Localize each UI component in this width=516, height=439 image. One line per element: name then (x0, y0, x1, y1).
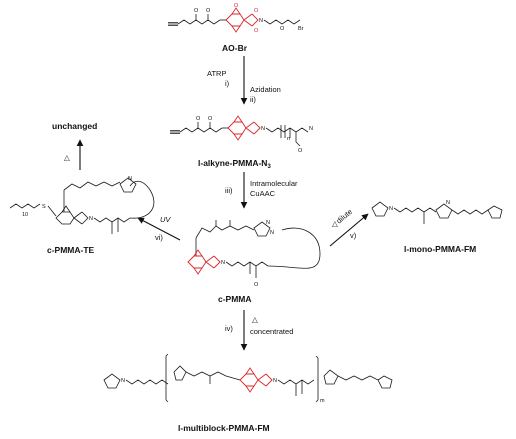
step-i-num: i) (225, 79, 230, 88)
step-v-num: v) (350, 231, 357, 240)
atom-o: O (298, 148, 303, 154)
atom-s: S (42, 204, 46, 210)
label-unchanged: unchanged (52, 121, 97, 131)
c-pmma-structure: N N N O (187, 220, 321, 288)
l-alkyne-structure: O O N n O N (170, 115, 313, 154)
atom-o: O (206, 8, 211, 14)
step-v-delta: △ (332, 219, 339, 228)
compound-label-l-alkyne: l-alkyne-PMMA-N3 (198, 158, 271, 170)
step-iv-num: iv) (225, 324, 233, 333)
atom-o: O (196, 116, 201, 122)
step-iii-line1: Intramolecular (250, 179, 298, 188)
atom-n3: N (309, 126, 313, 132)
delta-heat: △ (64, 153, 71, 162)
sub-n: n (287, 136, 290, 142)
atom-o: O (280, 26, 285, 32)
arrow-step-v (329, 213, 369, 247)
compound-label-c-pmma: c-PMMA (218, 294, 252, 304)
compound-label-l-multiblock: l-multiblock-PMMA-FM (178, 423, 270, 433)
atom-n: N (121, 378, 125, 384)
l-multiblock-structure: N N m (103, 353, 393, 404)
step-ii-num: ii) (250, 95, 256, 104)
atom-n: N (389, 206, 393, 212)
step-i-label: ATRP (207, 69, 226, 78)
atom-n: N (446, 200, 450, 206)
atom-n: N (266, 220, 270, 226)
atom-n: N (259, 18, 263, 24)
compound-label-c-pmma-te: c-PMMA-TE (47, 245, 95, 255)
step-v-label: dilute (335, 207, 355, 225)
atom-n: N (273, 378, 277, 384)
compound-label-ao-br: AO-Br (222, 43, 248, 53)
sub-10: 10 (22, 212, 28, 218)
step-iii-num: iii) (225, 186, 233, 195)
atom-n: N (270, 230, 274, 236)
atom-n: N (261, 126, 265, 132)
atom-o-red: O (254, 28, 259, 34)
ao-br-structure: O O O O O N O Br (168, 3, 304, 34)
step-vi-label: UV (160, 215, 171, 224)
sub-m: m (320, 398, 325, 404)
atom-o: O (254, 282, 259, 288)
atom-n: N (221, 260, 225, 266)
atom-o-red: O (234, 3, 239, 9)
step-iv-label: concentrated (250, 327, 293, 336)
step-iv-delta: △ (252, 315, 259, 324)
step-ii-label: Azidation (250, 85, 281, 94)
compound-label-l-mono: l-mono-PMMA-FM (404, 244, 476, 254)
step-iii-line2: CuAAC (250, 189, 276, 198)
l-mono-structure: N N (371, 200, 503, 224)
arrow-step-vi (137, 217, 181, 241)
atom-o: O (208, 116, 213, 122)
atom-n: N (128, 176, 132, 182)
step-vi-num: vi) (155, 233, 163, 242)
atom-o-red: O (254, 8, 259, 14)
atom-br: Br (298, 26, 304, 32)
atom-n: N (89, 216, 93, 222)
atom-o: O (194, 8, 199, 14)
c-pmma-te-structure: N N 10 S (9, 176, 155, 234)
